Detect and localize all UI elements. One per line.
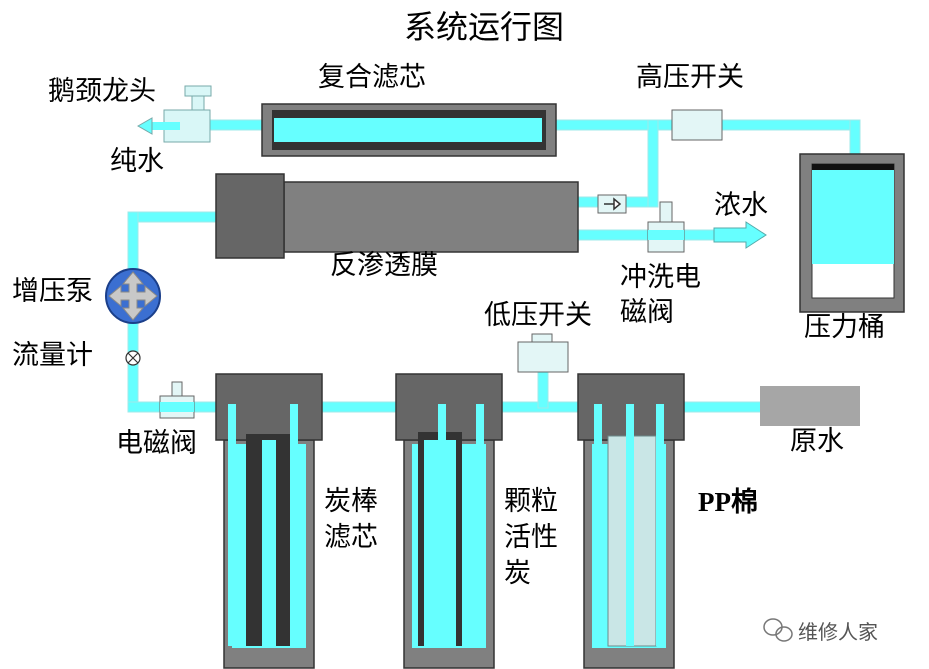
arrow-right-icon: [713, 221, 767, 249]
label-raw-water: 原水: [790, 426, 844, 457]
label-flow-meter: 流量计: [12, 340, 93, 371]
label-low-pressure-switch: 低压开关: [484, 300, 592, 331]
pipe-lp-switch: [537, 367, 549, 409]
label-pure-water: 纯水: [110, 146, 164, 177]
label-flush-valve-1: 冲洗电: [620, 262, 701, 293]
pump-icon: [105, 268, 161, 324]
pipe-product-up: [647, 119, 659, 208]
gac-housing: [395, 373, 503, 669]
high-pressure-switch: [671, 109, 723, 141]
label-carbon-rod-1: 炭棒: [324, 486, 378, 517]
label-high-pressure-switch: 高压开关: [636, 62, 744, 93]
check-valve-icon: [597, 194, 627, 214]
label-gac-3: 炭: [504, 558, 531, 589]
low-pressure-switch: [517, 333, 569, 373]
ro-membrane: [215, 173, 579, 259]
label-solenoid-valve: 电磁阀: [116, 428, 197, 459]
label-pressure-tank: 压力桶: [804, 312, 885, 343]
pp-housing: [577, 373, 685, 669]
label-ro-membrane: 反渗透膜: [330, 250, 438, 281]
raw-water-inlet: [760, 386, 860, 426]
label-gac-1: 颗粒: [504, 486, 558, 517]
label-pp-cotton: PP棉: [698, 487, 758, 517]
inlet-solenoid-valve: [159, 381, 195, 419]
flush-solenoid-valve: [647, 201, 685, 253]
pressure-tank: [799, 153, 905, 313]
label-composite-filter: 复合滤芯: [318, 62, 426, 93]
faucet-icon: [136, 85, 212, 143]
label-faucet: 鹅颈龙头: [48, 76, 156, 107]
label-gac-2: 活性: [504, 522, 558, 553]
composite-filter: [261, 103, 557, 157]
carbon-rod-housing: [215, 373, 323, 669]
wechat-icon: [763, 618, 793, 642]
label-concentrate: 浓水: [714, 190, 768, 221]
pipe-membrane-in: [127, 211, 219, 223]
label-carbon-rod-2: 滤芯: [324, 522, 378, 553]
label-booster-pump: 增压泵: [12, 276, 93, 307]
flow-meter-icon: [125, 350, 141, 366]
pipes: [127, 119, 861, 413]
diagram-title: 系统运行图: [404, 8, 565, 46]
watermark-text: 维修人家: [798, 620, 878, 644]
label-flush-valve-2: 磁阀: [620, 297, 674, 328]
